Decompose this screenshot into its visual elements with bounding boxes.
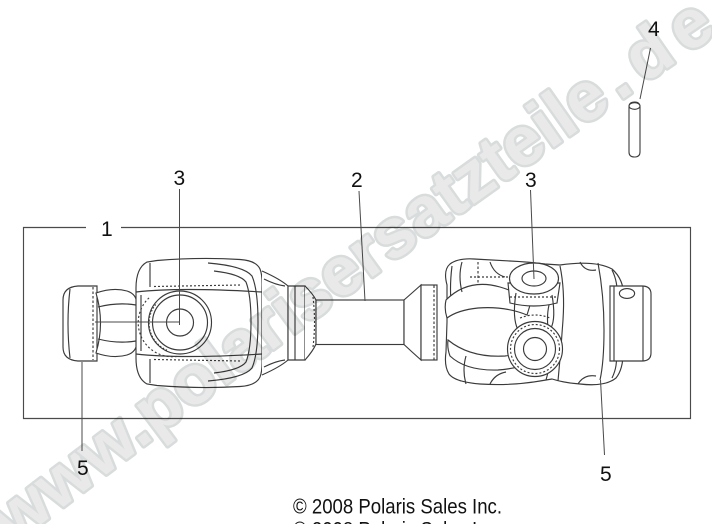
svg-text:5: 5 — [77, 457, 89, 480]
svg-text:5: 5 — [600, 463, 612, 486]
svg-text:© 2008 Polaris Sales Inc.: © 2008 Polaris Sales Inc. — [293, 495, 502, 519]
svg-text:3: 3 — [525, 169, 537, 192]
svg-text:3: 3 — [174, 167, 186, 190]
svg-text:1: 1 — [101, 218, 113, 241]
svg-text:4: 4 — [648, 18, 660, 41]
svg-text:2: 2 — [351, 169, 363, 192]
svg-text:© 2008 Polaris Sales Inc.: © 2008 Polaris Sales Inc. — [293, 518, 502, 524]
